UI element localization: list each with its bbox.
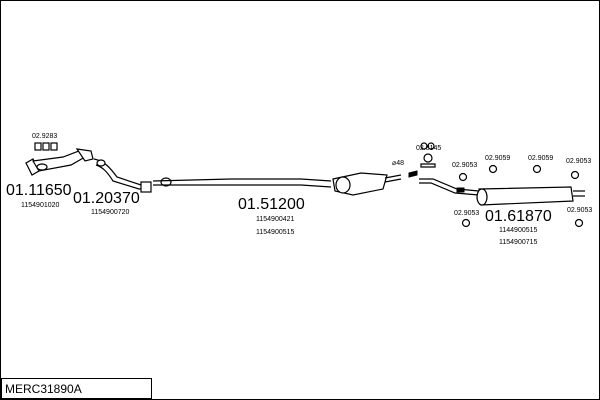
marker-diameter: ⌀48 <box>392 160 404 167</box>
front-pipe-part <box>25 148 94 176</box>
rubber-mount-b <box>488 164 498 174</box>
rubber-mount-d <box>570 170 580 180</box>
label-mount-d: 02.9053 <box>566 158 591 165</box>
mid-pipe-part <box>152 172 402 196</box>
footer-id-box: MERC31890A <box>1 378 152 399</box>
label-mount-f: 02.9053 <box>567 207 592 214</box>
ref-intermediate-pipe: 1154900720 <box>91 209 130 216</box>
gasket-part <box>34 142 58 151</box>
ref-mid-pipe-1: 1154900421 <box>256 216 295 223</box>
label-mount-b: 02.9059 <box>485 155 510 162</box>
label-mount-e: 02.9053 <box>454 210 479 217</box>
ref-rear-silencer-1: 1144900515 <box>499 227 538 234</box>
rubber-mount-c <box>532 164 542 174</box>
code-mid-pipe: 01.51200 <box>238 196 305 213</box>
code-front-pipe: 01.11650 <box>6 182 72 199</box>
ref-rear-silencer-2: 1154900715 <box>499 239 538 246</box>
label-gasket: 02.9283 <box>32 133 57 140</box>
label-mount-c: 02.9059 <box>528 155 553 162</box>
rear-silencer-part <box>419 178 585 206</box>
intermediate-pipe-part <box>93 158 172 193</box>
footer-id: MERC31890A <box>5 382 82 396</box>
ref-mid-pipe-2: 1154900515 <box>256 229 295 236</box>
rubber-mount-a <box>458 172 468 182</box>
rubber-mount-f <box>574 218 584 228</box>
label-hanger: 02.8145 <box>416 145 441 152</box>
code-rear-silencer: 01.61870 <box>485 208 552 225</box>
code-intermediate-pipe: 01.20370 <box>73 190 140 207</box>
hanger-part <box>408 142 436 178</box>
label-mount-a: 02.9053 <box>452 162 477 169</box>
rubber-mount-e <box>461 218 471 228</box>
ref-front-pipe: 1154901020 <box>21 202 60 209</box>
